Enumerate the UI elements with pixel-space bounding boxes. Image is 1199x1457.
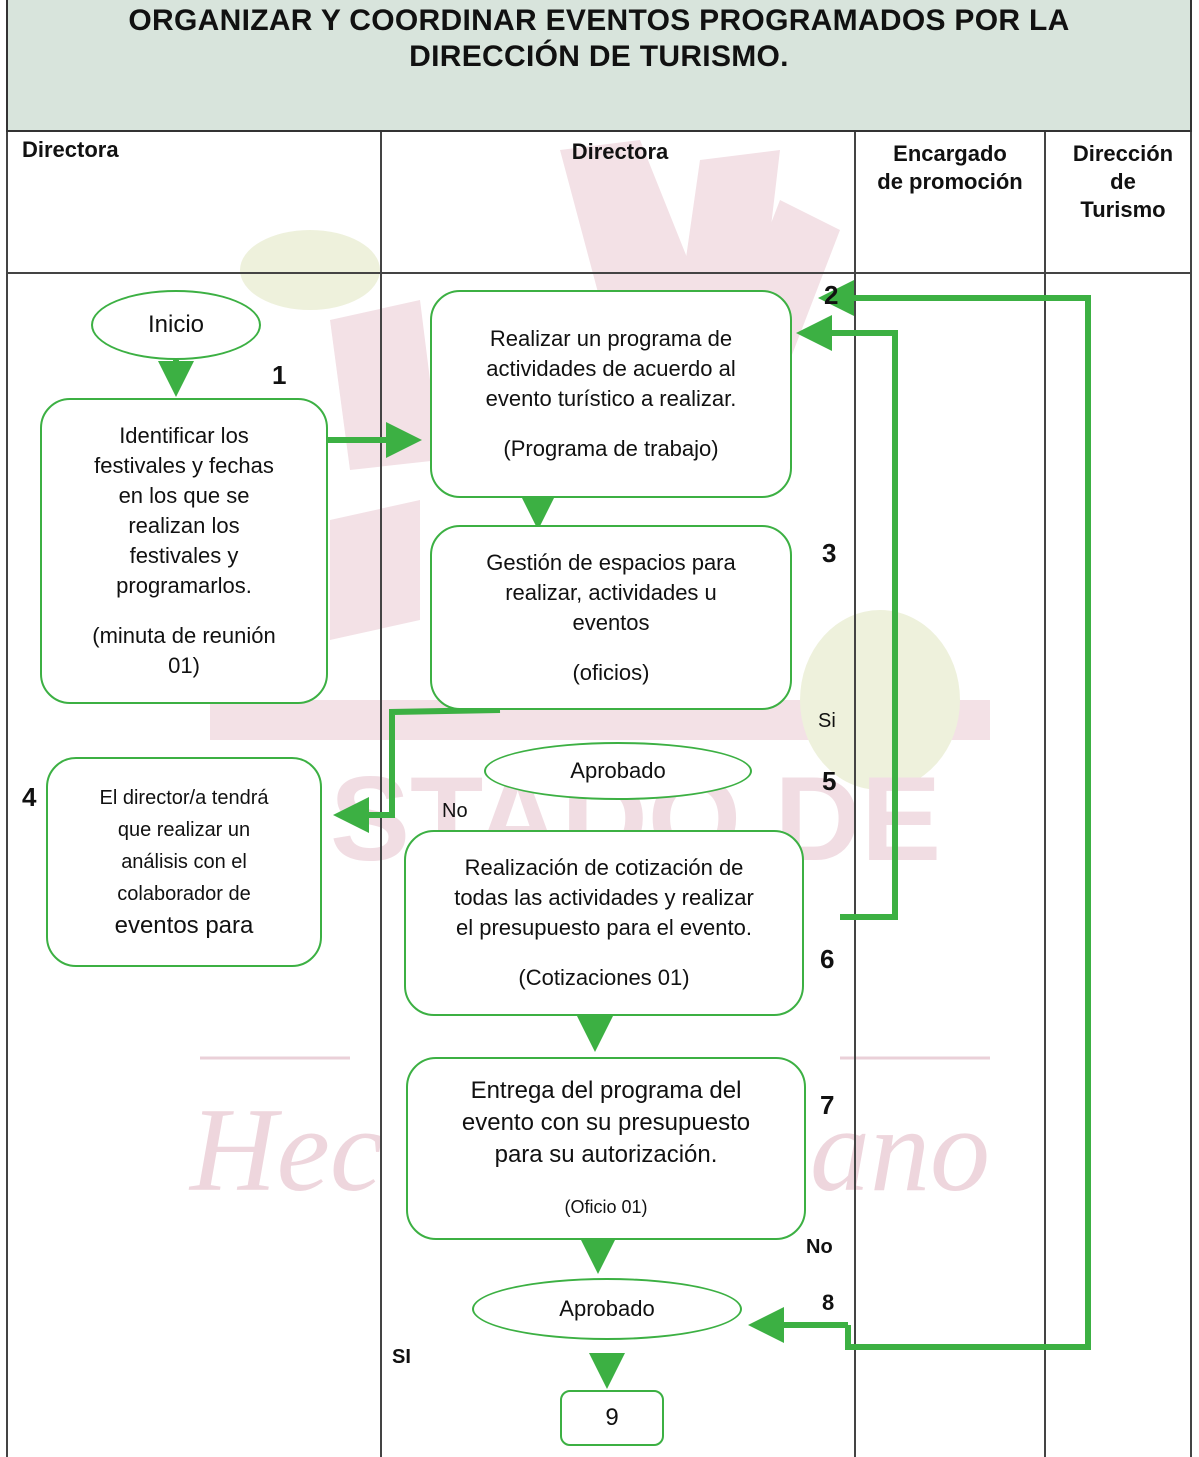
step-1-line-1: Identificar los [119,423,249,448]
connector-loop-decision8-step2 [818,280,1091,1350]
step-1-line-2: festivales y fechas [94,453,274,478]
step-7-line-1: Entrega del programa del [470,1076,742,1104]
step-1-line-4: realizan los [128,513,240,538]
lane-header-divider [6,272,1192,274]
step-6-box: Realización de cotización de todas las a… [404,830,804,1016]
step-6-doc: (Cotizaciones 01) [518,965,690,990]
step-2-line-3: evento turístico a realizar. [485,386,737,411]
step-3-doc: (oficios) [572,659,650,685]
step-1-doc-line-1: (minuta de reunión [92,623,276,648]
step-4-line-1: El director/a tendrá [99,787,269,809]
start-node: Inicio [91,290,261,360]
lane-header-encargado-promocion: Encargado de promoción [860,140,1040,196]
step-7-line-2: evento con su presupuesto [461,1108,751,1136]
lane-divider-3 [1044,132,1046,1457]
connector-step3-step4 [333,707,501,833]
branch-label-no-left: No [442,800,468,822]
step-4-box: El director/a tendrá que realizar un aná… [46,757,322,967]
connector-loop-step6-step2 [796,315,898,920]
step-2-line-1: Realizar un programa de [489,326,733,351]
step-number-5: 5 [822,766,837,796]
step-3-box: Gestión de espacios para realizar, activ… [430,525,792,710]
decision-8-node: Aprobado [472,1278,742,1340]
step-number-7: 7 [820,1090,835,1120]
step-number-6: 6 [820,944,835,974]
step-7-box: Entrega del programa del evento con su p… [406,1057,806,1240]
branch-label-no-bottom: No [806,1236,833,1258]
step-1-line-5: festivales y [129,543,239,568]
step-1-line-3: en los que se [118,483,250,508]
step-3-line-1: Gestión de espacios para [486,549,736,575]
step-4-line-4: colaborador de [117,883,251,905]
title-line-1: ORGANIZAR Y COORDINAR EVENTOS PROGRAMADO… [128,4,1070,37]
lane-header-directora-1: Directora [22,137,119,162]
step-number-8: 8 [822,1290,835,1315]
step-3-line-3: eventos [572,609,650,635]
lane-header-encargado-line-2: de promoción [877,169,1023,194]
step-7-line-3: para su autorización. [494,1140,718,1168]
step-number-3: 3 [822,538,837,568]
step-4-line-5: eventos para [114,912,254,939]
lane-header-direccion-line-3: Turismo [1080,197,1166,222]
lane-divider-1 [380,132,382,1457]
decision-5-node: Aprobado [484,742,752,800]
lane-header-direccion-line-1: Dirección [1072,141,1174,166]
step-3-line-2: realizar, actividades u [505,579,717,605]
lane-divider-2 [854,132,856,1457]
step-6-line-2: todas las actividades y realizar [454,885,754,910]
lane-header-directora-2: Directora [571,139,669,164]
step-number-1: 1 [272,360,287,390]
step-2-line-2: actividades de acuerdo al [486,356,736,381]
step-2-box: Realizar un programa de actividades de a… [430,290,792,498]
step-1-box: Identificar los festivales y fechas en l… [40,398,328,704]
step-number-4: 4 [22,782,37,812]
step-4-line-3: análisis con el [121,851,247,873]
lane-border-right [1190,132,1192,1457]
step-1-doc-line-2: 01) [168,653,200,678]
lane-header-direccion-line-2: de [1110,169,1136,194]
svg-text:ano: ano [810,1083,990,1216]
svg-text:Hec: Hec [188,1083,383,1216]
title-line-2: DIRECCIÓN DE TURISMO. [409,40,789,73]
lane-header-direccion-turismo: Dirección de Turismo [1048,140,1198,224]
step-1-line-6: programarlos. [116,573,252,598]
branch-label-si-top: Si [818,710,836,732]
step-6-line-1: Realización de cotización de [464,855,744,880]
step-6-line-3: el presupuesto para el evento. [456,915,752,940]
step-7-doc: (Oficio 01) [564,1196,648,1217]
step-number-2: 2 [824,280,839,310]
step-2-doc: (Programa de trabajo) [503,436,719,461]
branch-label-si-bottom: SI [392,1346,411,1368]
lane-border-left [6,132,8,1457]
end-connector-9: 9 [560,1390,664,1446]
lane-header-encargado-line-1: Encargado [893,141,1007,166]
step-4-line-2: que realizar un [117,819,251,841]
title-header: ORGANIZAR Y COORDINAR EVENTOS PROGRAMADO… [6,0,1192,132]
